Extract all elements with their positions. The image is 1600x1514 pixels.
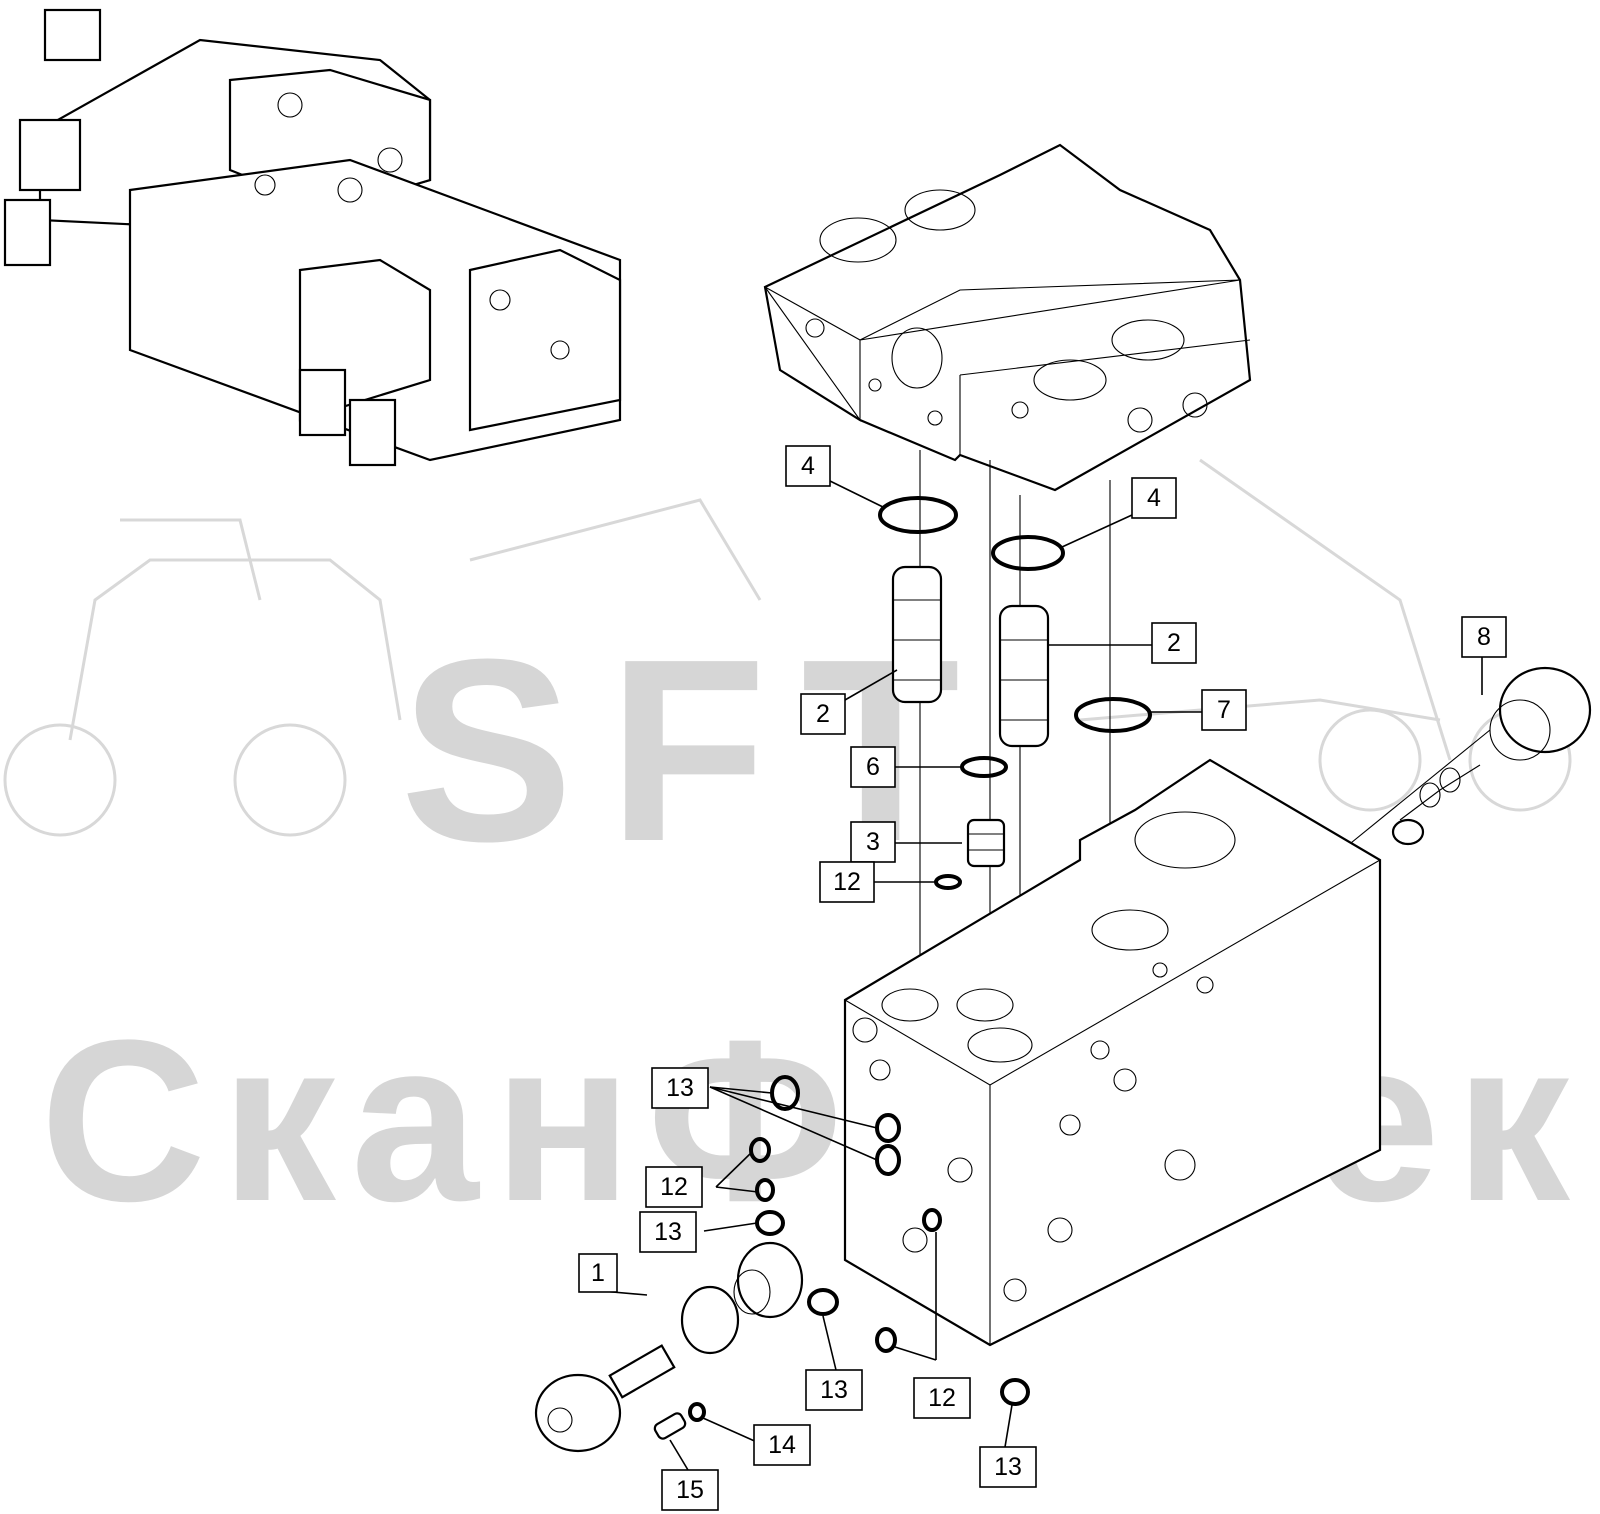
svg-text:4: 4 — [1147, 484, 1161, 512]
svg-text:7: 7 — [1217, 696, 1231, 724]
svg-text:12: 12 — [928, 1384, 956, 1412]
callout-list: 4 4 2 2 7 8 6 3 — [578, 445, 1507, 1511]
svg-text:3: 3 — [866, 828, 880, 856]
callout-4a: 4 — [785, 445, 831, 487]
svg-text:6: 6 — [866, 753, 880, 781]
o-ring-4b — [991, 535, 1065, 571]
o-ring-12e — [875, 1327, 897, 1353]
callout-13d: 13 — [979, 1446, 1037, 1488]
svg-text:14: 14 — [768, 1431, 796, 1459]
watermark-machinery-outline — [3, 458, 1572, 837]
callout-1: 1 — [578, 1253, 618, 1293]
callout-3: 3 — [850, 821, 896, 863]
svg-text:13: 13 — [666, 1074, 694, 1102]
svg-text:8: 8 — [1477, 623, 1491, 651]
callout-14: 14 — [753, 1424, 811, 1466]
o-ring-4a — [878, 496, 958, 534]
o-ring-14 — [688, 1402, 706, 1422]
exploded-parts — [534, 496, 1592, 1453]
svg-text:13: 13 — [820, 1376, 848, 1404]
svg-text:2: 2 — [1167, 629, 1181, 657]
callout-13c: 13 — [805, 1369, 863, 1411]
callout-4b: 4 — [1131, 477, 1177, 519]
plug-15 — [653, 1412, 687, 1440]
svg-text:4: 4 — [801, 452, 815, 480]
leader-lines — [589, 480, 1483, 1471]
o-ring-13f — [807, 1288, 839, 1316]
svg-text:13: 13 — [654, 1218, 682, 1246]
o-ring-12c — [755, 1178, 775, 1202]
svg-text:2: 2 — [816, 700, 830, 728]
svg-text:1: 1 — [591, 1259, 605, 1287]
callout-2b: 2 — [1151, 622, 1197, 664]
callout-13b: 13 — [639, 1211, 697, 1253]
svg-text:12: 12 — [833, 868, 861, 896]
cartridge-valve-2a — [891, 565, 943, 704]
cartridge-valve-2b — [998, 604, 1050, 748]
valve-assembly-1 — [534, 1241, 804, 1453]
callout-2a: 2 — [800, 693, 846, 735]
relief-valve-8 — [1391, 666, 1592, 846]
o-ring-12d — [922, 1208, 942, 1232]
svg-text:15: 15 — [676, 1476, 704, 1504]
callout-12b: 12 — [645, 1166, 703, 1208]
main-valve-block — [843, 758, 1382, 1347]
callout-12a: 12 — [819, 861, 875, 903]
o-ring-6 — [960, 756, 1008, 778]
o-ring-13g — [1000, 1378, 1030, 1406]
o-ring-12a — [934, 874, 962, 890]
callout-13a: 13 — [651, 1067, 709, 1109]
callout-7: 7 — [1201, 689, 1247, 731]
callout-12c: 12 — [913, 1377, 971, 1419]
callout-8: 8 — [1461, 616, 1507, 658]
callout-6: 6 — [850, 746, 896, 788]
o-ring-12b — [749, 1137, 771, 1163]
callout-15: 15 — [661, 1469, 719, 1511]
valve-assembly-overview — [3, 8, 622, 467]
top-valve-block — [763, 143, 1252, 492]
svg-text:13: 13 — [994, 1453, 1022, 1481]
o-ring-7 — [1074, 697, 1152, 733]
svg-text:12: 12 — [660, 1173, 688, 1201]
plug-3 — [966, 818, 1006, 868]
